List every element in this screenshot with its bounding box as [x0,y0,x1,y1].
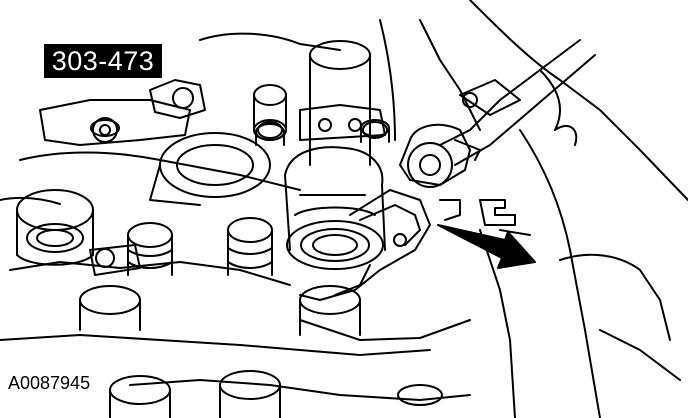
harness-bracket [439,199,531,236]
variable-cam-solenoid [284,146,386,270]
special-tool-303-473 [299,39,596,301]
left-valve-lifter [16,189,94,266]
bottom-valve-lifters [109,370,443,418]
central-tube [257,40,388,166]
fastener-bolts [90,119,390,146]
arrow-icon [437,224,536,269]
figure-id-label: A0087945 [8,373,91,393]
cam-bearing-bore [149,132,271,206]
tool-number-label: 303-473 [44,44,162,78]
left-rocker-arm-assembly [39,79,287,146]
middle-valve-springs [79,217,361,336]
